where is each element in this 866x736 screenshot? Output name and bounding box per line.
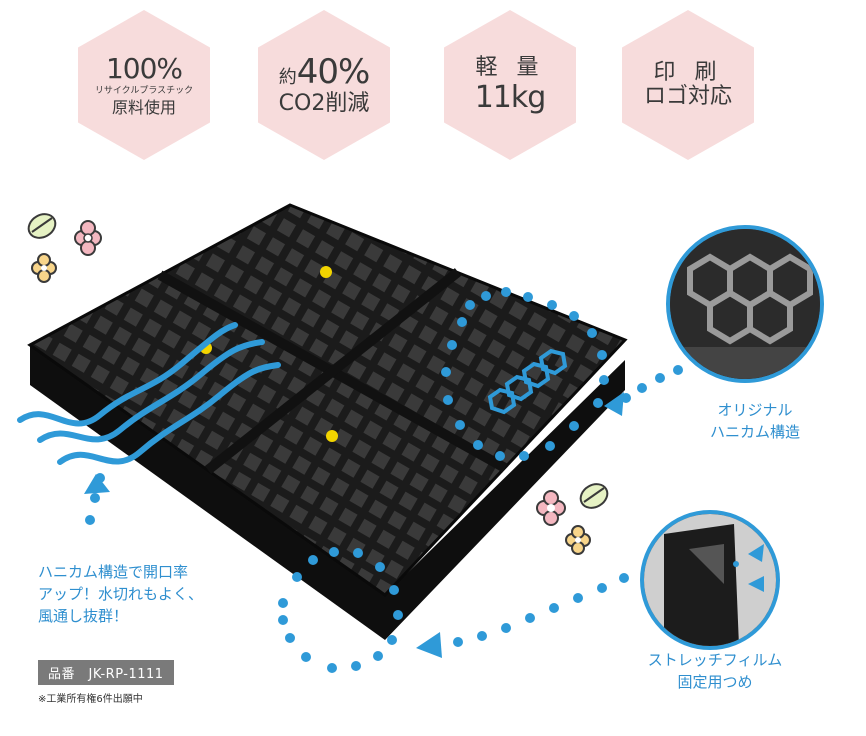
stretch-claw-zoom-graphic: [644, 514, 776, 646]
feature-weight: 軽 量 11kg: [444, 10, 576, 160]
honeycomb-zoom-photo: [666, 225, 824, 383]
feature-co2-top: 約40%: [278, 52, 371, 93]
feature-print-label: 印 刷: [653, 59, 723, 85]
feature-recycled-sub: リサイクルプラスチック: [94, 85, 194, 96]
leaf-icon: [579, 483, 609, 509]
pallet-top: [27, 203, 628, 597]
flower-icon: [31, 253, 57, 283]
airflow-waves: [17, 322, 281, 465]
feature-co2-label: CO2削減: [278, 90, 370, 116]
feature-recycled-label: 原料使用: [111, 97, 176, 117]
stretch-claw-zoom-photo: [640, 510, 780, 650]
honeycomb-highlight: [487, 348, 568, 415]
feature-co2: 約40% CO2削減: [258, 10, 390, 160]
patent-note: ※工業所有権6件出願中: [38, 694, 143, 705]
airflow-callout: ハニカム構造で開口率 アップ！水切れもよく、 風通し抜群！: [38, 563, 204, 625]
product-code: 品番 JK-RP-1111: [38, 660, 174, 685]
feature-weight-label: 軽 量: [475, 55, 545, 81]
feature-co2-prefix: 約: [278, 67, 297, 89]
leaf-icon: [27, 213, 57, 239]
feature-co2-value: 40%: [296, 52, 371, 93]
stretch-callout: ストレッチフィルム 固定用つめ: [647, 651, 783, 691]
feature-recycled-value: 100%: [105, 51, 183, 85]
honeycomb-zoom-graphic: [670, 229, 820, 379]
flower-icon: [565, 525, 591, 555]
yellow-marker: [320, 266, 332, 278]
feature-logo-print: 印 刷 ロゴ対応: [622, 10, 754, 160]
pallet-side: [30, 345, 625, 640]
feature-recycled: 100% リサイクルプラスチック 原料使用: [78, 10, 210, 160]
yellow-marker: [326, 430, 338, 442]
flower-icon: [536, 490, 566, 526]
honeycomb-callout: オリジナル ハニカム構造: [709, 401, 800, 441]
feature-print-value: ロゴ対応: [643, 84, 732, 109]
flower-icon: [74, 220, 102, 256]
feature-weight-value: 11kg: [474, 79, 547, 115]
